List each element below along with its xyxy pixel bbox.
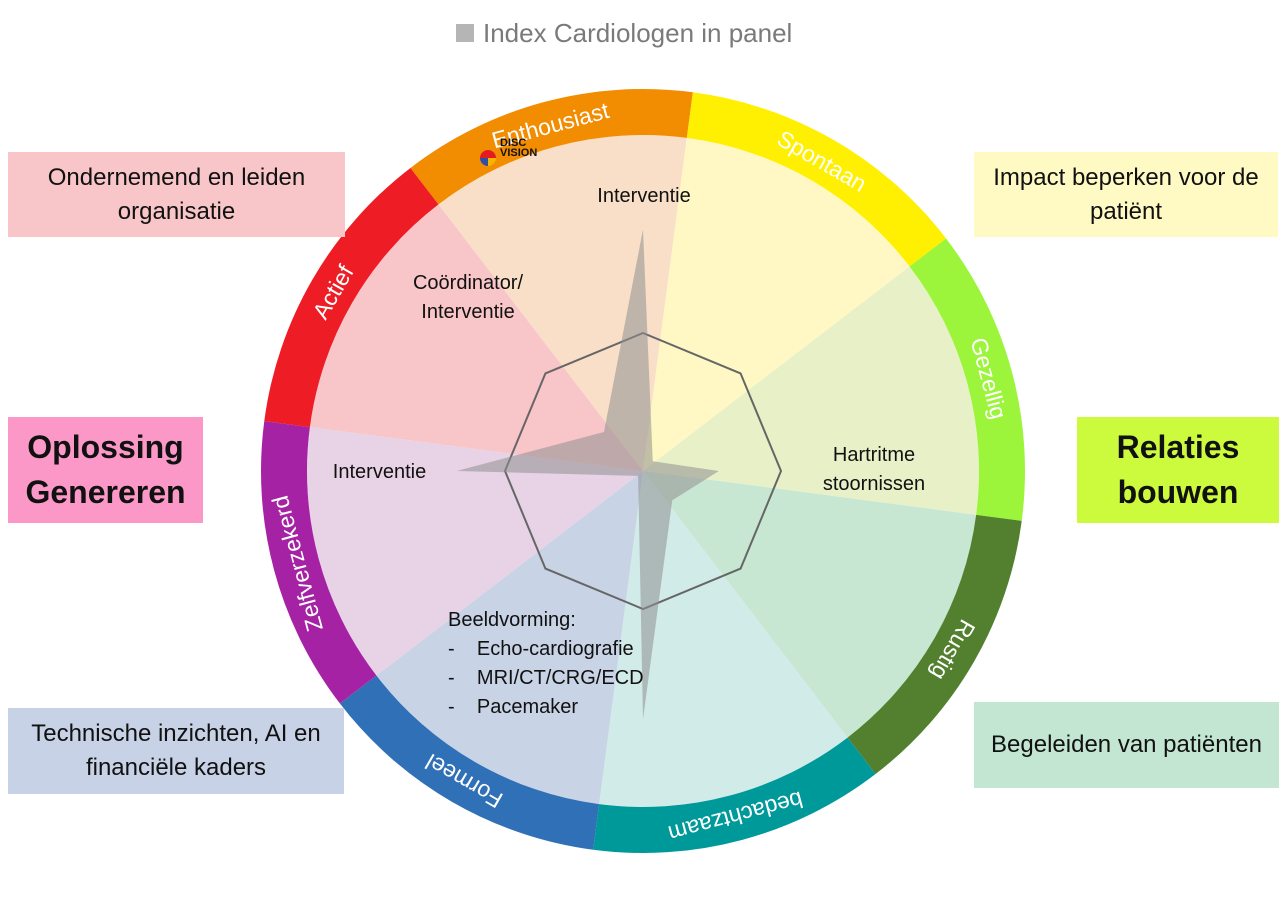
beeldvorming-item: - Echo-cardiografie	[448, 638, 634, 660]
box-mid-right-text: Relaties bouwen	[1116, 429, 1240, 510]
ring-segment-actief	[264, 167, 439, 428]
ring-segment-zelfverzekerd	[261, 421, 377, 704]
box-top-right: Impact beperken voor de patiënt	[974, 152, 1278, 237]
box-bottom-right-text: Begeleiden van patiënten	[991, 731, 1262, 759]
box-top-right-text: Impact beperken voor de patiënt	[993, 163, 1259, 225]
ring-segment-rustig	[847, 514, 1022, 775]
legend-label: Index Cardiologen in panel	[483, 17, 793, 48]
box-bottom-left: Technische inzichten, AI en financiële k…	[8, 708, 344, 794]
label-beeldvorming: Beeldvorming: - Echo-cardiografie - MRI/…	[448, 606, 678, 722]
box-top-left-text: Ondernemend en leiden organisatie	[47, 163, 306, 225]
wheel-ring	[261, 89, 1025, 853]
label-top-interventie: Interventie	[597, 185, 691, 207]
sector-rustig	[643, 471, 977, 738]
series-polygon	[456, 229, 719, 720]
box-top-left: Ondernemend en leiden organisatie	[8, 152, 345, 237]
sector-zelfverzekerd	[307, 427, 643, 676]
ring-segment-formeel	[339, 675, 600, 850]
logo-mark-icon	[480, 150, 496, 166]
label-coordinator-interventie: Coördinator/ Interventie	[412, 272, 524, 323]
beeldvorming-item: - Pacemaker	[448, 696, 579, 718]
box-mid-left-text: Oplossing Genereren	[25, 429, 186, 510]
ring-segment-bedachtzaam	[593, 737, 876, 853]
beeldvorming-item: - MRI/CT/CRG/ECD	[448, 667, 644, 689]
legend-swatch	[456, 24, 474, 42]
label-hartritme: Hartritme stoornissen	[822, 444, 926, 495]
ring-segment-spontaan	[686, 92, 947, 267]
box-mid-right: Relaties bouwen	[1077, 417, 1279, 523]
sector-gezellig	[643, 266, 979, 515]
beeldvorming-title: Beeldvorming:	[448, 609, 576, 631]
label-left-interventie: Interventie	[332, 461, 427, 483]
sector-spontaan	[643, 137, 910, 472]
ring-segment-enthousiast	[410, 89, 693, 205]
ring-segment-gezellig	[909, 238, 1025, 521]
box-bottom-right: Begeleiden van patiënten	[974, 702, 1279, 788]
legend: Index Cardiologen in panel	[456, 16, 792, 50]
sector-actief	[309, 204, 643, 471]
box-bottom-left-text: Technische inzichten, AI en financiële k…	[31, 720, 321, 781]
box-mid-left: Oplossing Genereren	[8, 417, 203, 523]
sector-formeel	[376, 471, 643, 805]
